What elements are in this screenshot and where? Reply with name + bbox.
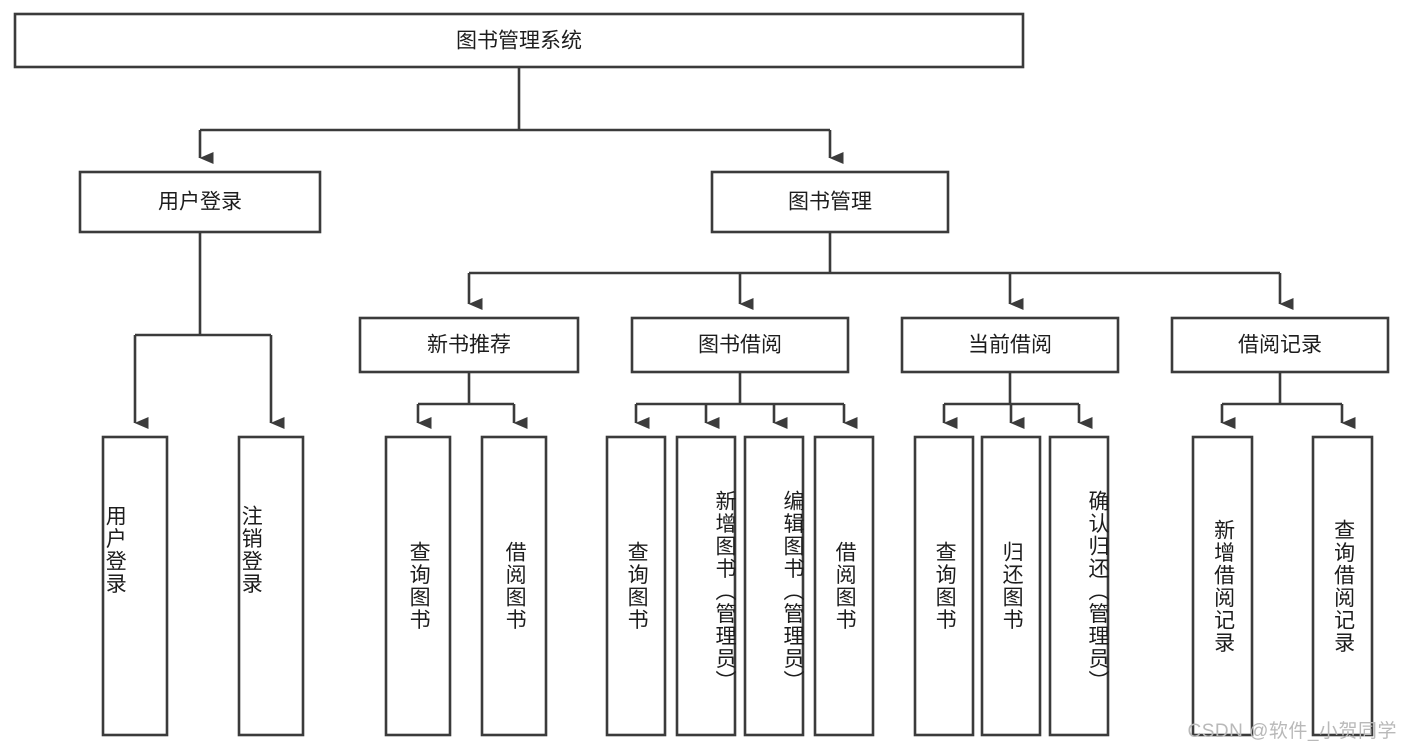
node-user-login[interactable]: 用户登录 xyxy=(78,170,322,234)
leaf-box-borrow-book-2[interactable] xyxy=(813,435,875,737)
node-root-box[interactable] xyxy=(13,12,1025,69)
leaf-box-group xyxy=(101,435,1374,737)
node-new-book-recommend-label: 新书推荐 xyxy=(427,334,511,357)
leaf-box-confirm-return[interactable] xyxy=(1048,435,1110,737)
leaf-box-query-book-2[interactable] xyxy=(605,435,667,737)
connector-group-book-borrow xyxy=(634,372,858,429)
leaf-box-edit-book[interactable] xyxy=(743,435,805,737)
connector-group-user-login xyxy=(133,232,285,429)
node-book-manage-box[interactable] xyxy=(710,170,950,234)
node-borrow-record[interactable]: 借阅记录 xyxy=(1170,316,1390,374)
connector-group-new-book-recommend xyxy=(416,372,528,429)
node-user-login-label: 用户登录 xyxy=(158,191,242,214)
node-book-borrow-box[interactable] xyxy=(630,316,850,374)
csdn-watermark: CSDN @软件_小贺同学 xyxy=(1187,721,1397,742)
node-borrow-record-box[interactable] xyxy=(1170,316,1390,374)
leaf-box-query-book-3[interactable] xyxy=(913,435,975,737)
leaf-box-add-record[interactable] xyxy=(1191,435,1254,737)
node-current-borrow-box[interactable] xyxy=(900,316,1120,374)
node-root[interactable]: 图书管理系统 xyxy=(13,12,1025,69)
leaf-box-return-book[interactable] xyxy=(980,435,1042,737)
node-book-manage-label: 图书管理 xyxy=(788,191,872,214)
node-book-borrow[interactable]: 图书借阅 xyxy=(630,316,850,374)
node-current-borrow-label: 当前借阅 xyxy=(968,334,1052,357)
node-new-book-recommend[interactable]: 新书推荐 xyxy=(358,316,580,374)
connector-group-current-borrow xyxy=(942,372,1093,429)
node-borrow-record-label: 借阅记录 xyxy=(1238,334,1322,357)
connector-group-borrow-record xyxy=(1220,372,1356,429)
node-current-borrow[interactable]: 当前借阅 xyxy=(900,316,1120,374)
leaf-box-query-record[interactable] xyxy=(1311,435,1374,737)
node-new-book-recommend-box[interactable] xyxy=(358,316,580,374)
connector-group-book-manage xyxy=(467,232,1294,310)
node-root-label: 图书管理系统 xyxy=(456,30,582,53)
leaf-box-logout[interactable] xyxy=(237,435,305,737)
connector-group-root xyxy=(198,67,844,164)
node-book-manage[interactable]: 图书管理 xyxy=(710,170,950,234)
node-book-borrow-label: 图书借阅 xyxy=(698,334,782,357)
leaf-box-add-book[interactable] xyxy=(675,435,737,737)
leaf-box-borrow-book-1[interactable] xyxy=(480,435,548,737)
leaf-box-user-login[interactable] xyxy=(101,435,169,737)
node-user-login-box[interactable] xyxy=(78,170,322,234)
leaf-box-query-book-1[interactable] xyxy=(384,435,452,737)
